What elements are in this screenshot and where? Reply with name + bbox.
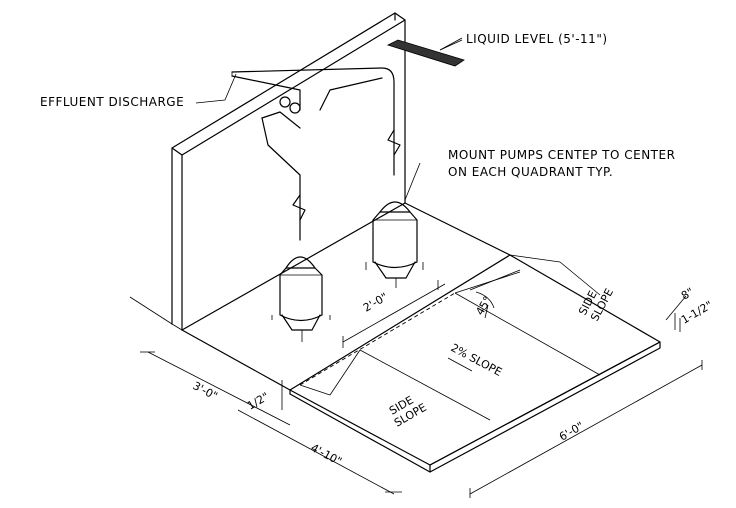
dimension-3-0: 3'-0" [191, 379, 220, 403]
dimension-4-10: 4'-10" [309, 441, 344, 468]
liquid-level-hatch [386, 37, 465, 67]
dimension-lines [140, 280, 703, 498]
mount-pumps-label-line2: ON EACH QUADRANT TYP. [448, 165, 613, 179]
dimension-8: 8" [679, 285, 696, 302]
leader-lines [195, 39, 463, 201]
liquid-level-label: LIQUID LEVEL (5'-11") [466, 32, 608, 46]
dimension-2-0: 2'-0" [361, 290, 390, 314]
angle-45: 45° [473, 294, 494, 317]
slope-2pct-label: 2% SLOPE [449, 341, 505, 379]
pump-right [365, 201, 424, 288]
effluent-discharge-label: EFFLUENT DISCHARGE [40, 95, 184, 109]
dimension-6-0: 6'-0" [557, 419, 586, 443]
mount-pumps-label-line1: MOUNT PUMPS CENTEP TO CENTER [448, 148, 675, 162]
back-wall [171, 12, 406, 331]
floor-outline [129, 202, 511, 391]
piping [231, 67, 401, 241]
dimension-1-2: 1/2" [245, 390, 271, 413]
sloped-pad [289, 254, 661, 473]
dimension-1-1-2: 1-1/2" [679, 298, 715, 326]
pump-left [271, 256, 331, 342]
